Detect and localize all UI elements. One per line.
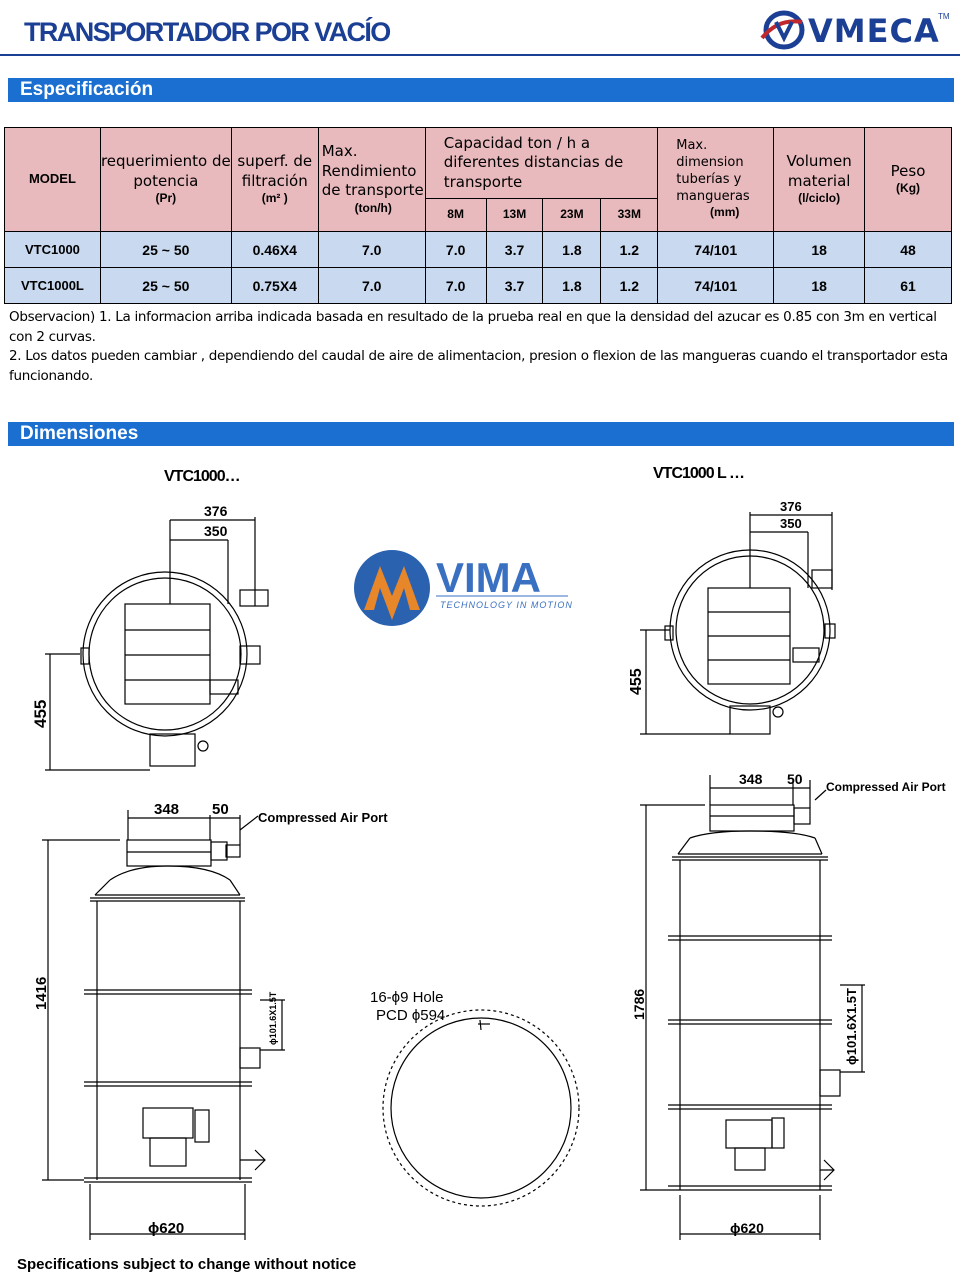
cell-volume: 18 [773, 231, 866, 268]
dim-348-right: 348 [739, 771, 763, 787]
cell-pipe: 74/101 [657, 231, 775, 268]
page-title: TRANSPORTADOR POR VACÍO [24, 17, 391, 47]
cell-throughput: 7.0 [317, 267, 426, 304]
spec-table: MODEL requerimiento de potencia (Pr) sup… [4, 127, 952, 304]
cell-d13: 3.7 [485, 231, 544, 268]
brand-name: VMECA [808, 12, 940, 50]
left-drawing-label: VTC1000… [164, 468, 241, 485]
cell-d8: 7.0 [424, 267, 487, 304]
cell-pipe: 74/101 [657, 267, 775, 304]
note-line-2: 2. Los datos pueden cambiar , dependiend… [9, 348, 948, 384]
header-power-label: requerimiento de potencia [100, 152, 231, 190]
header-weight-unit: (Kg) [896, 181, 921, 196]
header-dist-8m: 8M [424, 197, 487, 233]
note-line-1: Observacion) 1. La informacion arriba in… [9, 309, 937, 345]
cell-filter: 0.75X4 [230, 267, 319, 304]
hole-spec-line-1: 16-ϕ9 Hole [370, 989, 443, 1006]
header-dist-13m: 13M [485, 197, 544, 233]
cell-weight: 61 [864, 267, 952, 304]
header-pipe-unit: (mm) [710, 205, 740, 220]
header-capacity: Capacidad ton / h a diferentes distancia… [424, 127, 659, 199]
header-throughput: Max. Rendimiento de transporte (ton/h) [317, 127, 426, 232]
cell-d23: 1.8 [542, 267, 602, 304]
flange-circle-view [382, 1009, 580, 1207]
cell-d33: 1.2 [600, 267, 659, 304]
watermark-subtitle: TECHNOLOGY IN MOTION [440, 600, 573, 610]
dim-1786: 1786 [631, 989, 647, 1020]
air-port-label-right: Compressed Air Port [826, 780, 946, 794]
technical-drawings: VIMA TECHNOLOGY IN MOTION 376 350 376 35… [31, 499, 946, 1240]
header-weight-label: Peso [890, 161, 926, 180]
cell-d13: 3.7 [485, 267, 544, 304]
header-throughput-unit: (ton/h) [354, 200, 392, 215]
header-pipe-label: Max. dimension tuberías y mangueras [676, 137, 750, 204]
table-row: VTC1000 25 ~ 50 0.46X4 7.0 7.0 3.7 1.8 1… [4, 231, 952, 268]
cell-weight: 48 [864, 231, 952, 268]
watermark-text: VIMA [436, 554, 541, 601]
header-volume-unit: (l/ciclo) [798, 191, 841, 206]
dim-376-left: 376 [204, 503, 228, 519]
header-filter-unit: (m² ) [261, 191, 288, 206]
dim-pipe-right: ϕ101.6X1.5T [844, 988, 859, 1065]
vima-watermark-logo: VIMA TECHNOLOGY IN MOTION [354, 550, 573, 626]
footer-note: Specifications subject to change without… [17, 1256, 357, 1273]
header-weight: Peso (Kg) [864, 127, 952, 232]
header-dist-23m: 23M [542, 197, 602, 233]
cell-model: VTC1000L [4, 267, 101, 304]
left-top-view [45, 517, 269, 771]
dim-50-left: 50 [212, 801, 229, 818]
cell-power: 25 ~ 50 [99, 267, 232, 304]
air-port-label-left: Compressed Air Port [258, 810, 388, 825]
cell-model: VTC1000 [4, 231, 101, 268]
dim-376-right: 376 [780, 499, 802, 514]
header-pipe: Max. dimension tuberías y mangueras (mm) [657, 127, 775, 232]
right-top-view [640, 512, 836, 735]
header-power: requerimiento de potencia (Pr) [99, 127, 232, 232]
cell-d23: 1.8 [542, 231, 602, 268]
header-model: MODEL [4, 127, 101, 232]
spec-section-title: Especificación [8, 78, 954, 102]
dim-348-left: 348 [154, 801, 179, 818]
brand-tm: TM [938, 12, 950, 21]
dim-620-right: ϕ620 [730, 1220, 764, 1236]
dim-455-right: 455 [628, 668, 645, 695]
dim-1416: 1416 [33, 977, 50, 1010]
cell-power: 25 ~ 50 [99, 231, 232, 268]
cell-filter: 0.46X4 [230, 231, 319, 268]
dim-455-left: 455 [31, 700, 50, 728]
hole-spec-line-2: PCD ϕ594 [376, 1007, 445, 1024]
left-side-view [42, 810, 285, 1240]
header-rule [0, 54, 960, 56]
cell-d8: 7.0 [424, 231, 487, 268]
vmeca-emblem-icon [760, 10, 805, 50]
right-side-view [640, 775, 865, 1240]
cell-volume: 18 [773, 267, 866, 304]
header-power-unit: (Pr) [155, 191, 177, 206]
header-volume-label: Volumen material [786, 152, 852, 190]
dim-620-left: ϕ620 [148, 1220, 184, 1237]
cell-d33: 1.2 [600, 231, 659, 268]
dim-50-right: 50 [787, 771, 803, 787]
header-dist-33m: 33M [600, 197, 659, 233]
dim-pipe-left: ϕ101.6X1.5T [268, 991, 278, 1045]
header-filter: superf. de filtración (m² ) [230, 127, 319, 232]
observation-notes: Observacion) 1. La informacion arriba in… [9, 308, 949, 386]
header-throughput-label: Max. Rendimiento de transporte [321, 142, 424, 200]
page-header: TRANSPORTADOR POR VACÍO VMECA TM [0, 0, 960, 56]
vmeca-logo: VMECA TM [758, 6, 950, 54]
right-drawing-label: VTC1000 L … [653, 465, 745, 482]
header-volume: Volumen material (l/ciclo) [773, 127, 866, 232]
cell-throughput: 7.0 [317, 231, 426, 268]
dim-section-title: Dimensiones [8, 422, 954, 446]
dim-350-left: 350 [204, 523, 228, 539]
header-filter-label: superf. de filtración [237, 152, 313, 190]
table-row: VTC1000L 25 ~ 50 0.75X4 7.0 7.0 3.7 1.8 … [4, 267, 952, 304]
dim-350-right: 350 [780, 516, 802, 531]
